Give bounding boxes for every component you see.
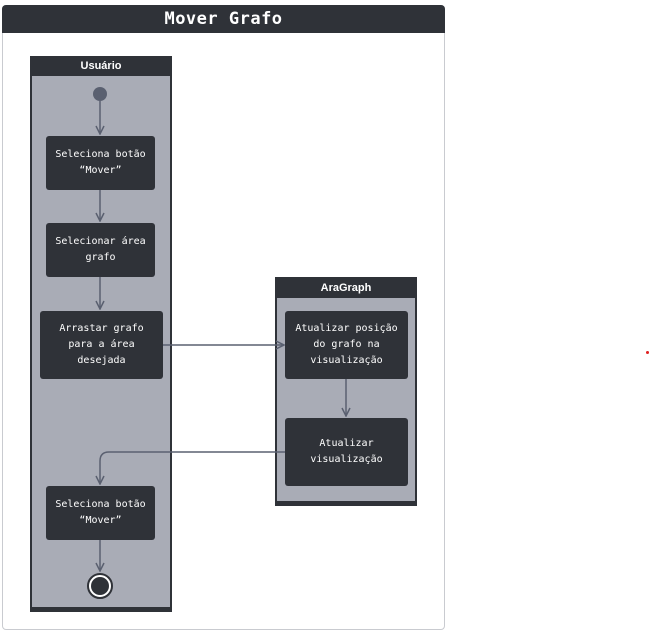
lane-system-header: AraGraph [275, 277, 417, 298]
end-node-core [91, 577, 109, 595]
diagram-title: Mover Grafo [2, 5, 445, 33]
marker-dot [646, 351, 649, 354]
activity-select-graph-area: Selecionar área grafo [46, 223, 155, 277]
activity-update-visualization: Atualizar visualização [285, 418, 408, 486]
activity-select-move-button: Seleciona botão “Mover” [46, 136, 155, 190]
activity-drag-graph: Arrastar grafo para a área desejada [40, 311, 163, 379]
activity-select-move-button-again: Seleciona botão “Mover” [46, 486, 155, 540]
lane-user-header: Usuário [30, 56, 172, 76]
start-node [93, 87, 107, 101]
edge-n5-n6 [100, 451, 286, 484]
activity-update-graph-position: Atualizar posição do grafo na visualizaç… [285, 311, 408, 379]
